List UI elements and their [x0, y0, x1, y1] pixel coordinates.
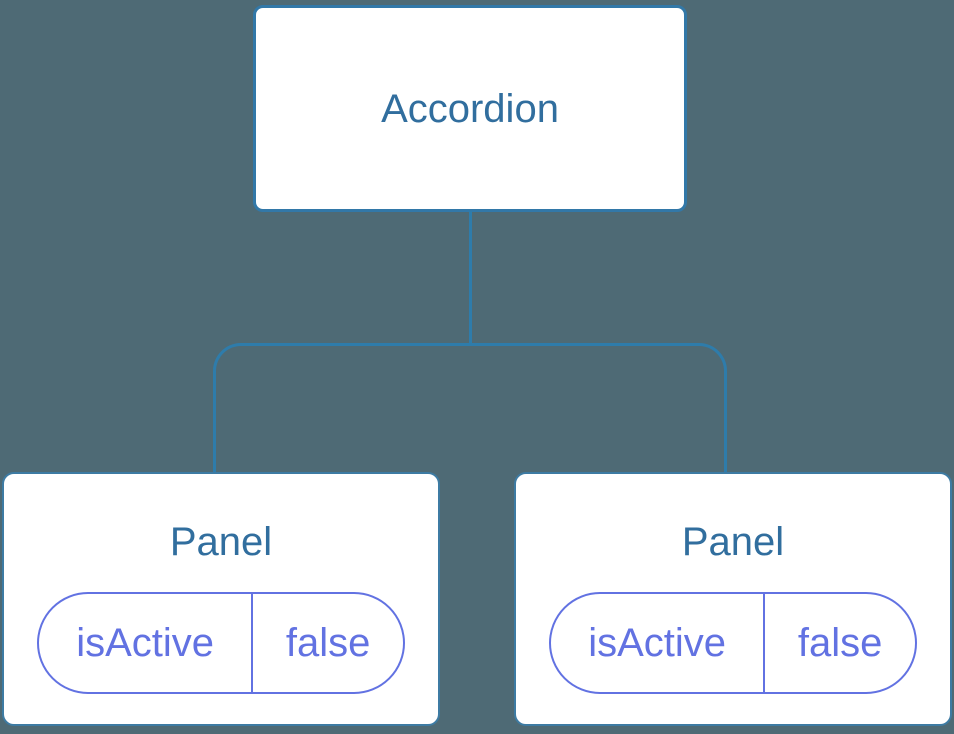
panel-node-label: Panel — [681, 520, 785, 564]
accordion-node-label: Accordion — [381, 86, 559, 131]
state-pill: isActive false — [37, 592, 405, 694]
component-node-accordion: Accordion — [253, 5, 687, 212]
panel-node-label: Panel — [169, 520, 273, 564]
tree-connector-bracket — [213, 343, 727, 472]
state-key-label: isActive — [76, 620, 214, 665]
tree-connector-stem — [469, 211, 472, 345]
component-node-panel-2: Panel isActive false — [514, 472, 952, 726]
component-node-panel-1: Panel isActive false — [2, 472, 440, 726]
state-pill: isActive false — [549, 592, 917, 694]
state-value-label: false — [763, 594, 915, 692]
state-key-label: isActive — [588, 620, 726, 665]
state-value-label: false — [251, 594, 403, 692]
